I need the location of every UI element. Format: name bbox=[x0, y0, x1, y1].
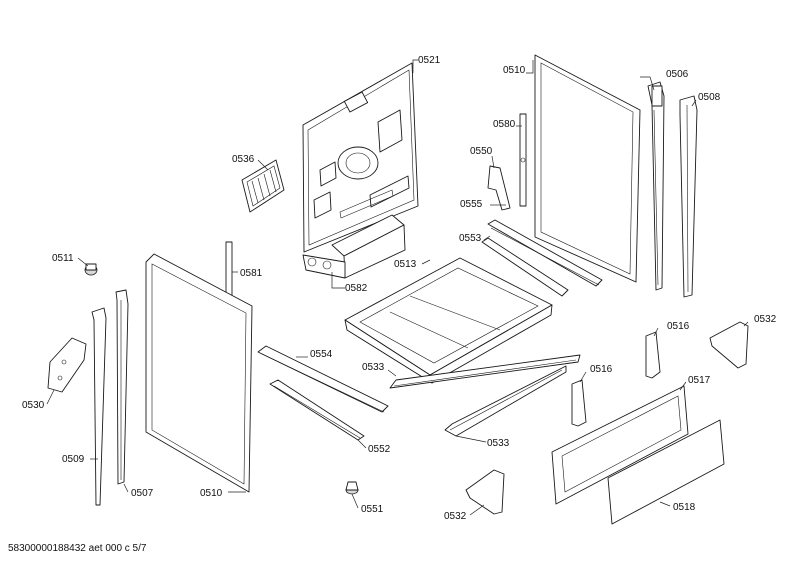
part-bracket-0530 bbox=[47, 337, 87, 393]
callout-0516-lower: 0516 bbox=[590, 364, 613, 375]
callout-0508: 0508 bbox=[698, 92, 721, 103]
callout-0581: 0581 bbox=[240, 268, 263, 279]
callout-labels: 0521 0510 0506 0508 0536 0580 0550 0555 … bbox=[22, 55, 777, 522]
part-bracket-0580 bbox=[519, 113, 527, 207]
part-crossbar-upper bbox=[389, 354, 581, 389]
part-back-panel bbox=[302, 62, 419, 279]
callout-0521: 0521 bbox=[418, 55, 441, 66]
part-door-frame bbox=[551, 385, 689, 505]
part-vertical-rail-0506 bbox=[647, 81, 665, 291]
part-runner-0553 bbox=[481, 219, 603, 297]
callout-0553: 0553 bbox=[459, 233, 482, 244]
part-foot-0511 bbox=[84, 263, 98, 276]
callout-0518: 0518 bbox=[673, 502, 696, 513]
document-id: 58300000188432 aet 000 c 5/7 bbox=[8, 543, 147, 554]
callout-0555: 0555 bbox=[460, 199, 483, 210]
callout-0511: 0511 bbox=[52, 253, 74, 264]
part-side-panel-left bbox=[145, 253, 253, 493]
part-bracket-0532-upper bbox=[709, 321, 749, 369]
part-hinge-0550 bbox=[487, 165, 511, 211]
part-vertical-rail-0507 bbox=[115, 289, 129, 485]
callout-0533-upper: 0533 bbox=[362, 362, 385, 373]
callout-0550: 0550 bbox=[470, 146, 493, 157]
callout-0551: 0551 bbox=[361, 504, 384, 515]
callout-0532-lower: 0532 bbox=[444, 511, 467, 522]
part-vent-grille bbox=[241, 159, 285, 213]
callout-0510-front: 0510 bbox=[200, 488, 223, 499]
callout-0507: 0507 bbox=[131, 488, 154, 499]
callout-0552: 0552 bbox=[368, 444, 391, 455]
callout-0580: 0580 bbox=[493, 119, 516, 130]
callout-0509: 0509 bbox=[62, 454, 85, 465]
part-crossbar-lower bbox=[444, 365, 567, 437]
part-runner-0554 bbox=[257, 345, 389, 413]
callout-0516-upper: 0516 bbox=[667, 321, 690, 332]
part-runner-0552 bbox=[269, 379, 365, 441]
callout-0532-upper: 0532 bbox=[754, 314, 777, 325]
callout-0533-lower: 0533 bbox=[487, 438, 510, 449]
part-foot-0551 bbox=[345, 481, 359, 495]
part-hinge-0516-upper bbox=[645, 331, 661, 379]
part-door-glass bbox=[607, 419, 725, 525]
callout-0536: 0536 bbox=[232, 154, 255, 165]
callout-0554: 0554 bbox=[310, 349, 333, 360]
callout-0517: 0517 bbox=[688, 375, 711, 386]
callout-0582: 0582 bbox=[345, 283, 368, 294]
part-storage-drawer bbox=[344, 257, 553, 384]
callout-0510-rear: 0510 bbox=[503, 65, 526, 76]
leader-lines bbox=[46, 59, 749, 516]
part-bracket-0532-lower bbox=[465, 469, 505, 515]
callout-0506: 0506 bbox=[666, 69, 689, 80]
part-hinge-0516-lower bbox=[571, 379, 587, 427]
part-side-panel-right bbox=[534, 54, 641, 283]
callout-0530: 0530 bbox=[22, 400, 45, 411]
part-vertical-rail-0509 bbox=[91, 307, 107, 506]
part-vertical-rail-0508 bbox=[679, 95, 698, 298]
callout-0513: 0513 bbox=[394, 259, 417, 270]
